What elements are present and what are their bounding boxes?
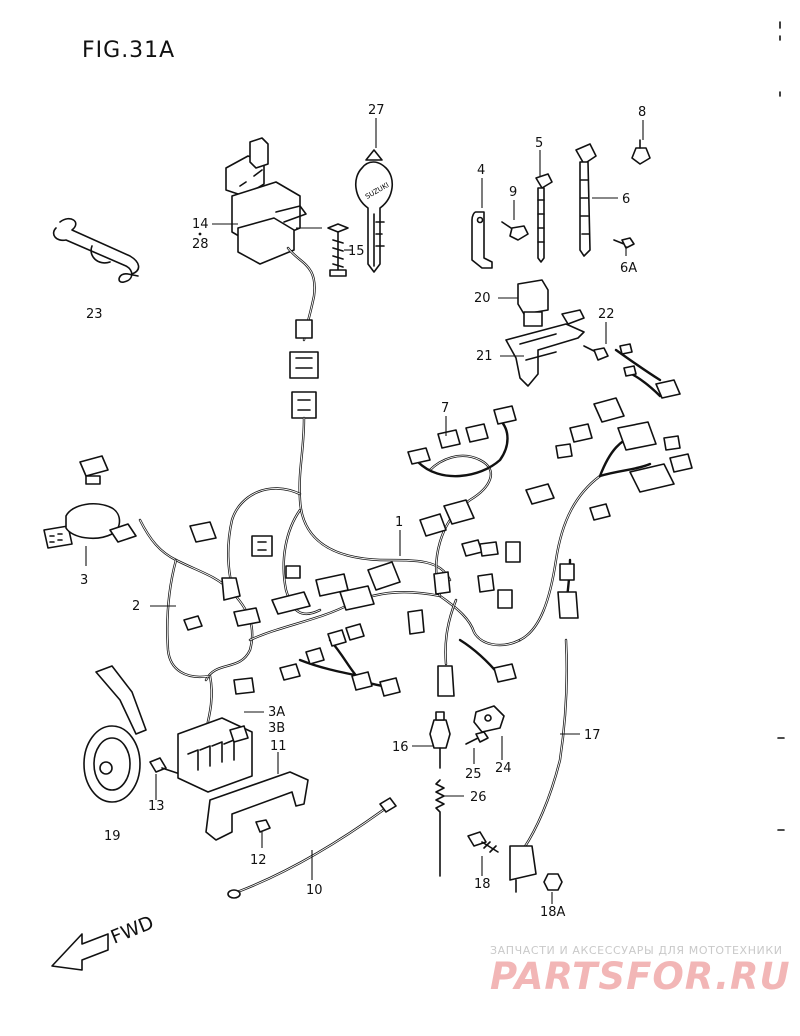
relay-20 [517, 279, 549, 327]
label-10: 10 [306, 883, 323, 898]
label-18: 18 [474, 877, 491, 892]
fuse-box [177, 717, 253, 793]
cable-tie-5 [535, 173, 553, 263]
bolt-15 [327, 223, 349, 277]
nut-18A [543, 873, 563, 891]
ignition-switch [225, 137, 319, 419]
label-21: 21 [476, 349, 493, 364]
horn-19 [83, 665, 147, 803]
wire-10 [227, 797, 397, 899]
screw-9 [501, 221, 529, 241]
watermark-brand: PARTSFOR.RU [490, 955, 791, 998]
cable-tie-6 [575, 143, 597, 257]
label-25: 25 [465, 767, 482, 782]
bracket-4 [471, 211, 493, 269]
harness-connectors [43, 455, 611, 697]
label-28: 28 [192, 237, 209, 252]
label-19: 19 [104, 829, 121, 844]
label-22: 22 [598, 307, 615, 322]
ignition-key: SUZUKI [355, 149, 393, 273]
label-17: 17 [584, 728, 601, 743]
bolt-18 [467, 831, 499, 853]
part-labels: 27 14 28 15 23 4 5 9 6 6A 8 20 21 22 7 1… [80, 103, 646, 920]
label-27: 27 [368, 103, 385, 118]
grommet-8 [631, 139, 651, 165]
label-4: 4 [477, 163, 485, 178]
bracket-11 [205, 771, 309, 841]
sensor-17 [509, 845, 537, 893]
label-20: 20 [474, 291, 491, 306]
label-6: 6 [622, 192, 630, 207]
label-11: 11 [270, 739, 287, 754]
label-6A: 6A [620, 261, 637, 276]
figure-title: FIG.31A [82, 38, 176, 63]
label-7: 7 [441, 401, 449, 416]
label-18A: 18A [540, 905, 566, 920]
bracket-24 [473, 705, 505, 733]
bolt-13 [149, 757, 181, 775]
screw-22 [583, 345, 609, 361]
label-12: 12 [250, 853, 267, 868]
label-9: 9 [509, 185, 517, 200]
label-3B: 3B [268, 721, 285, 736]
spring-26 [435, 779, 445, 877]
screw-6A [613, 237, 635, 249]
label-16: 16 [392, 740, 409, 755]
edge-marks [777, 21, 785, 831]
label-2: 2 [132, 599, 140, 614]
label-26: 26 [470, 790, 487, 805]
leader-lines [85, 118, 644, 904]
right-connector-cluster [555, 343, 693, 493]
label-13: 13 [148, 799, 165, 814]
label-8: 8 [638, 105, 646, 120]
label-3: 3 [80, 573, 88, 588]
label-1: 1 [395, 515, 403, 530]
label-14: 14 [192, 217, 209, 232]
screw-25 [465, 731, 489, 745]
fwd-arrow: FWD [51, 912, 157, 971]
clip-23 [52, 217, 140, 283]
label-24: 24 [495, 761, 512, 776]
nut-12 [255, 819, 271, 833]
fwd-label: FWD [108, 912, 157, 949]
switch-16 [429, 711, 451, 769]
watermark-caption: ЗАПЧАСТИ И АКСЕССУАРЫ ДЛЯ МОТОТЕХНИКИ [490, 944, 783, 957]
label-3A: 3A [268, 705, 285, 720]
label-5: 5 [535, 136, 543, 151]
connector-group-7 [407, 405, 517, 478]
bracket-21 [505, 309, 585, 387]
label-15: 15 [348, 244, 365, 259]
label-23: 23 [86, 307, 103, 322]
